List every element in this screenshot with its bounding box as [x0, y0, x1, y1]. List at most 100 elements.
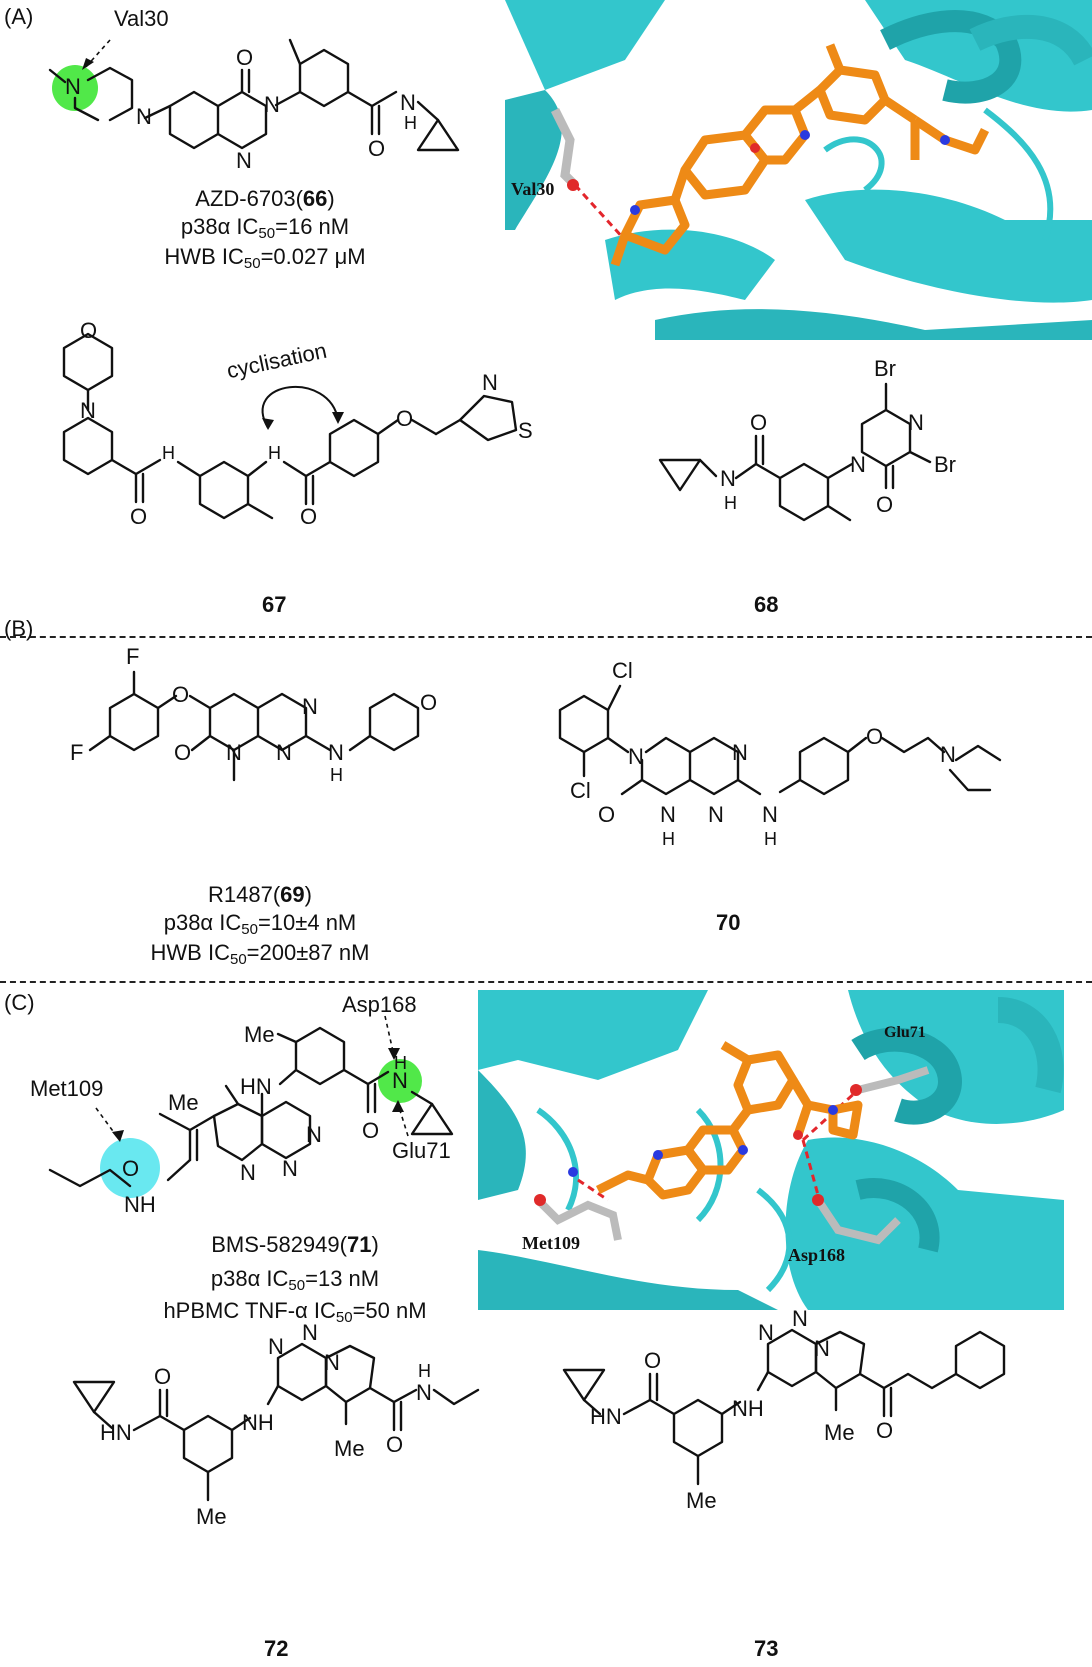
atom-label: N: [628, 744, 644, 769]
atom-label: O: [368, 136, 386, 161]
atom-label: O: [396, 406, 414, 431]
atom-label: N: [226, 740, 242, 765]
atom-label: O: [300, 504, 318, 529]
atom-label: H: [404, 113, 417, 133]
atom-label: Me: [334, 1436, 365, 1461]
atom-label: N: [400, 90, 416, 115]
atom-label: O: [420, 690, 438, 715]
atom-label: N: [758, 1320, 774, 1345]
residue-label-glu71: Glu71: [392, 1138, 451, 1163]
compound-71-p38: p38α IC50=13 nM: [210, 1266, 380, 1294]
residue-label-asp168: Asp168: [342, 992, 417, 1017]
atom-label: N: [282, 1156, 298, 1181]
atom-label: O: [866, 724, 884, 749]
atom-label: N: [850, 452, 866, 477]
atom-label: N: [302, 1320, 318, 1345]
compound-66-hwb: HWB IC50=0.027 μM: [164, 244, 366, 272]
compound-72-number: 72: [264, 1636, 289, 1661]
atom-label: NH: [124, 1192, 156, 1217]
compound-73-number: 73: [754, 1636, 779, 1661]
residue-label-val30: Val30: [114, 6, 169, 31]
atom-label: N: [708, 802, 724, 827]
atom-label: N: [328, 740, 344, 765]
panel-label-a: (A): [4, 4, 34, 29]
atom-label: N: [814, 1336, 830, 1361]
compound-69-hwb: HWB IC50=200±87 nM: [150, 940, 370, 968]
atom-label: O: [750, 410, 768, 435]
atom-label: H: [394, 1053, 407, 1073]
atom-label: N: [240, 1160, 256, 1185]
compound-69-name: R1487(69): [208, 882, 312, 907]
atom-label: Cl: [570, 778, 591, 803]
atom-label: O: [876, 492, 894, 517]
atom-label: Me: [686, 1488, 717, 1513]
atom-label: O: [172, 682, 190, 707]
atom-label: Br: [874, 356, 896, 381]
atom-label: Me: [824, 1420, 855, 1445]
atom-label: HN: [240, 1074, 272, 1099]
atom-label: H: [662, 829, 675, 849]
atom-label: Br: [934, 452, 956, 477]
compound-66-p38: p38α IC50=16 nM: [180, 214, 350, 242]
atom-label: F: [126, 644, 140, 669]
atom-label: O: [80, 318, 98, 343]
atom-label: N: [660, 802, 676, 827]
atom-label: N: [306, 1122, 322, 1147]
atom-label: N: [264, 92, 280, 117]
atom-label: H: [268, 443, 281, 463]
atom-label: NH: [242, 1410, 274, 1435]
atom-label: O: [386, 1432, 404, 1457]
atom-label: Me: [244, 1022, 275, 1047]
compound-67-number: 67: [262, 592, 287, 617]
atom-label: N: [276, 740, 292, 765]
atom-label: HN: [590, 1404, 622, 1429]
atom-label: H: [330, 765, 343, 785]
protein-view-bottom: Glu71 Met109 Asp168: [478, 990, 1064, 1310]
residue-label-met109: Met109: [30, 1076, 104, 1101]
atom-label: O: [122, 1156, 140, 1181]
compound-66-name: AZD-6703(66): [195, 186, 335, 211]
atom-label: N: [762, 802, 778, 827]
atom-label: N: [908, 410, 924, 435]
atom-label: F: [70, 740, 84, 765]
separator-bc: [0, 981, 1092, 983]
atom-label: O: [598, 802, 616, 827]
protein-label-asp168: Asp168: [788, 1245, 846, 1265]
atom-label: N: [324, 1350, 340, 1375]
compound-70-number: 70: [716, 910, 741, 935]
cyclisation-label: cyclisation: [224, 337, 329, 384]
atom-label: H: [162, 443, 175, 463]
atom-label: N: [940, 742, 956, 767]
atom-label: O: [154, 1364, 172, 1389]
protein-label-glu71: Glu71: [884, 1024, 926, 1041]
atom-label: H: [418, 1361, 431, 1381]
atom-label: O: [236, 45, 254, 70]
atom-label: O: [644, 1348, 662, 1373]
atom-label: N: [416, 1380, 432, 1405]
atom-label: N: [136, 104, 152, 129]
atom-label: N: [236, 148, 252, 173]
atom-label: O: [362, 1118, 380, 1143]
atom-label: N: [792, 1306, 808, 1331]
atom-label: N: [732, 740, 748, 765]
atom-label: H: [724, 493, 737, 513]
atom-label: Cl: [612, 658, 633, 683]
compound-71-name: BMS-582949(71): [211, 1232, 379, 1257]
compound-69-p38: p38α IC50=10±4 nM: [163, 910, 357, 938]
atom-label: N: [302, 694, 318, 719]
atom-label: N: [80, 398, 96, 423]
separator-ab: [0, 636, 1092, 638]
protein-label-met109: Met109: [522, 1233, 580, 1253]
atom-label: S: [518, 418, 533, 443]
protein-label-val30: Val30: [511, 179, 555, 199]
panel-label-b: (B): [4, 616, 34, 641]
atom-label: O: [174, 740, 192, 765]
atom-label: HN: [100, 1420, 132, 1445]
atom-label: N: [482, 370, 498, 395]
compound-71-pbmc: hPBMC TNF-α IC50=50 nM: [163, 1298, 427, 1326]
panel-label-c: (C): [4, 990, 35, 1015]
atom-label: H: [764, 829, 777, 849]
atom-label: O: [876, 1418, 894, 1443]
atom-label: Me: [168, 1090, 199, 1115]
atom-label: N: [268, 1334, 284, 1359]
